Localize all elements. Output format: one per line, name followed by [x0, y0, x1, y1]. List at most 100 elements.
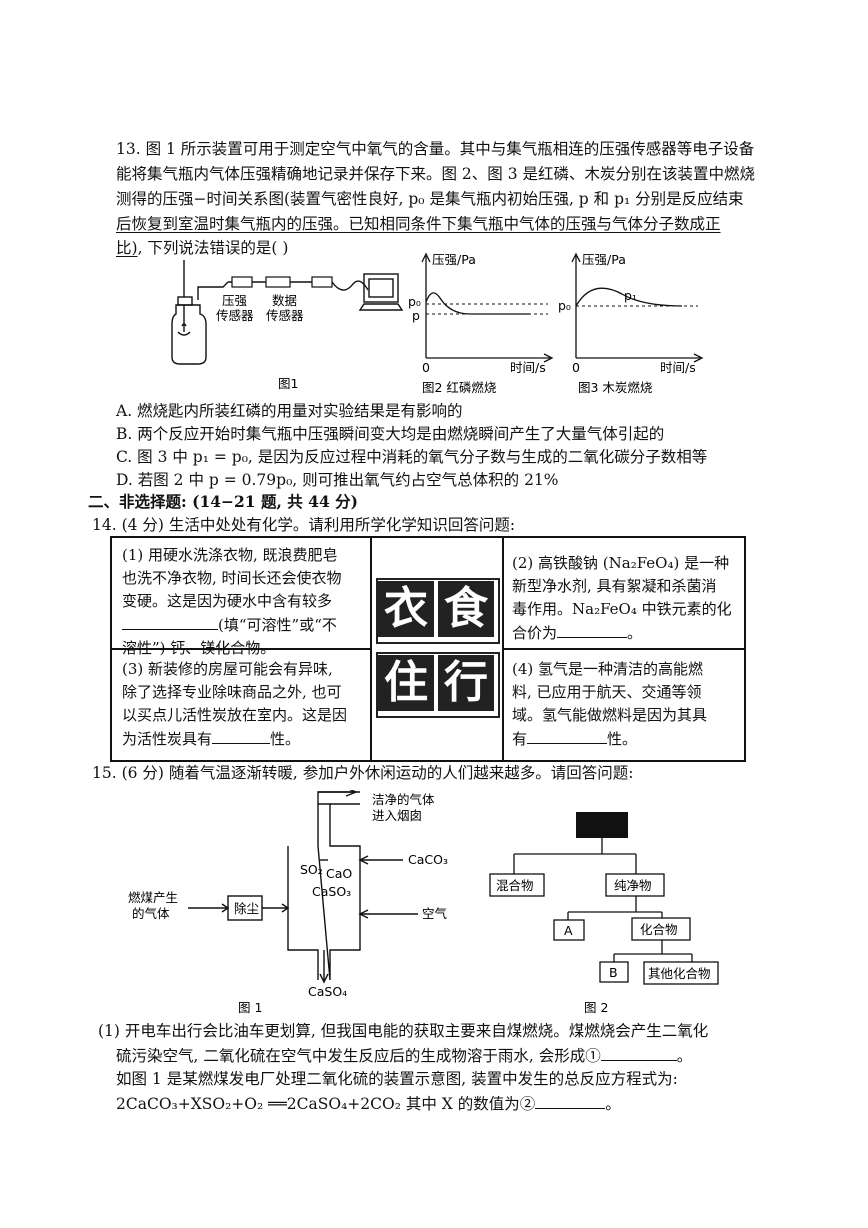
q15-fig1-so2: SO₂	[300, 862, 323, 877]
q13-line-1: 13. 图 1 所示装置可用于测定空气中氧气的含量。其中与集气瓶相连的压强传感器…	[116, 140, 755, 158]
q15-fig2-a: A	[564, 923, 573, 938]
q14-c3-line2: 除了选择专业除味商品之外, 也可	[122, 683, 342, 701]
q14-title: 14. (4 分) 生活中处处有化学。请利用所学化学知识回答问题:	[92, 516, 516, 534]
q15-fig1-caso3: CaSO₃	[312, 884, 351, 899]
fig1-sensor1-label: 压强	[222, 293, 248, 308]
q15-p1-line4-text: 2CaCO₃+XSO₂+O₂ ══2CaSO₄+2CO₂ 其中 X 的数值为②	[116, 1095, 536, 1113]
q14-c2-line2: 新型净水剂, 具有絮凝和杀菌消	[512, 577, 717, 595]
q14-cell-1: (1) 用硬水洗涤衣物, 既浪费肥皂 也洗不净衣物, 时间长还会使衣物 变硬。这…	[122, 544, 342, 660]
q15-fig1-caco3: CaCO₃	[408, 852, 448, 867]
fig2-p0-label: p₀	[408, 294, 421, 309]
q14-c4-line4-text: 有	[512, 730, 528, 748]
q15-fig1-caption: 图 1	[238, 1000, 262, 1015]
q13-line-3: 测得的压强−时间关系图(装置气密性良好, p₀ 是集气瓶内初始压强, p 和 p…	[116, 190, 744, 208]
fig3-ylabel: 压强/Pa	[582, 252, 626, 267]
q15-fig2-other: 其他化合物	[648, 966, 711, 981]
q15-fig2-b: B	[609, 965, 618, 980]
q15-fig2-pure: 纯净物	[614, 878, 652, 893]
glyph-yi: 衣	[378, 581, 434, 637]
fig2-xlabel: 时间/s	[510, 360, 546, 375]
fig1-caption: 图1	[278, 376, 298, 391]
glyph-shi: 食	[438, 581, 494, 637]
q15-fig2-root-box	[576, 812, 628, 838]
q14-table: (1) 用硬水洗涤衣物, 既浪费肥皂 也洗不净衣物, 时间长还会使衣物 变硬。这…	[110, 536, 746, 762]
q14-c1-line2: 也洗不净衣物, 时间长还会使衣物	[122, 569, 342, 587]
q15-fig1-gas-label-2: 的气体	[132, 906, 170, 921]
q14-c3-line4: 为活性炭具有 性。	[122, 727, 347, 751]
q14-blank-3[interactable]	[212, 727, 271, 744]
q13-option-b: B. 两个反应开始时集气瓶中压强瞬间变大均是由燃烧瞬间产生了大量气体引起的	[116, 425, 665, 443]
q15-fig1-air: 空气	[422, 906, 448, 921]
q15-p1-line1: (1) 开电车出行会比油车更划算, 但我国电能的获取主要来自煤燃烧。煤燃烧会产生…	[98, 1022, 709, 1040]
q14-c2-line4-text: 合价为	[512, 624, 558, 642]
fig1-sensor2-label-b: 传感器	[266, 308, 304, 323]
glyph-zhu: 住	[378, 655, 434, 711]
q13-line-5-underlined: 比)	[116, 239, 138, 257]
q15-fig1-diagram: 洁净的气体 进入烟囱 SO₂ CaO CaSO₃ CaCO₃ 燃煤产生 的气体 …	[128, 790, 448, 1015]
q14-blank-2[interactable]	[557, 621, 628, 638]
q13-line-4: 后恢复到室温时集气瓶内的压强。已知相同条件下集气瓶中气体的压强与气体分子数成正	[116, 215, 721, 233]
q14-c2-line4: 合价为。	[512, 621, 732, 645]
q15-title: 15. (6 分) 随着气温逐渐转暖, 参加户外休闲运动的人们越来越多。请回答问…	[92, 764, 634, 782]
q15-p1-line2: 硫污染空气, 二氧化硫在空气中发生反应后的生成物溶于雨水, 会形成①。	[116, 1044, 756, 1067]
q15-fig1-clean-gas-2: 进入烟囱	[372, 808, 422, 823]
q14-blank-1[interactable]	[122, 613, 218, 630]
q14-c3-line1: (3) 新装修的房屋可能会有异味,	[122, 660, 333, 678]
q15-fig1-dust-removal: 除尘	[234, 901, 259, 916]
q14-c3-line4-suffix: 性。	[270, 730, 301, 748]
q13-line-5: 比), 下列说法错误的是( )	[116, 237, 756, 259]
q14-c4-line4: 有 性。	[512, 727, 707, 751]
q14-c2-line3: 毒作用。Na₂FeO₄ 中铁元素的化	[512, 600, 732, 618]
q15-blank-2[interactable]	[535, 1092, 606, 1109]
q15-fig1-clean-gas-1: 洁净的气体	[372, 792, 435, 807]
q14-c3-line3: 以买点儿活性炭放在室内。这是因	[122, 706, 348, 724]
q14-cell-4: (4) 氢气是一种清洁的高能燃 料, 已应用于航天、交通等领 域。氢气能做燃料是…	[512, 658, 707, 751]
q14-c2-line1: (2) 高铁酸钠 (Na₂FeO₄) 是一种	[512, 554, 730, 572]
section-2-heading: 二、非选择题: (14−21 题, 共 44 分)	[88, 492, 358, 511]
fig3-caption: 图3 木炭燃烧	[578, 380, 653, 394]
q14-c4-line3: 域。氢气能做燃料是因为其具	[512, 706, 708, 724]
q14-cell-2: (2) 高铁酸钠 (Na₂FeO₄) 是一种 新型净水剂, 具有絮凝和杀菌消 毒…	[512, 552, 732, 645]
fig2-p-label: p	[412, 308, 420, 323]
q15-fig2-classification: 混合物 纯净物 A 化合物 B 其他化合物 图 2	[489, 812, 719, 1015]
fig2-origin: 0	[422, 360, 430, 375]
fig2-ylabel: 压强/Pa	[432, 252, 476, 267]
fig2-caption: 图2 红磷燃烧	[422, 380, 497, 394]
q15-fig2-mixture: 混合物	[496, 878, 534, 893]
q14-c1-line4: (填“可溶性”或“不	[122, 613, 342, 637]
fig3-p0-label: p₀	[558, 298, 571, 313]
q14-cell-3: (3) 新装修的房屋可能会有异味, 除了选择专业除味商品之外, 也可 以买点儿活…	[122, 658, 347, 751]
q13-line-2: 能将集气瓶内气体压强精确地记录并保存下来。图 2、图 3 是红磷、木炭分别在该装…	[116, 165, 756, 183]
fig3-xlabel: 时间/s	[660, 360, 696, 375]
q14-c1-line3: 变硬。这是因为硬水中含有较多	[122, 592, 333, 610]
q14-c1-line5: 溶性”) 钙、镁化合物。	[122, 639, 276, 657]
q15-fig1-gas-label-1: 燃煤产生	[128, 890, 178, 905]
q15-fig2-caption: 图 2	[584, 1000, 608, 1015]
q15-p1-line3: 如图 1 是某燃煤发电厂处理二氧化硫的装置示意图, 装置中发生的总反应方程式为:	[116, 1070, 678, 1088]
fig3-origin: 0	[572, 360, 580, 375]
q13-option-a: A. 燃烧匙内所装红磷的用量对实验结果是有影响的	[116, 402, 463, 420]
q14-c4-line1: (4) 氢气是一种清洁的高能燃	[512, 660, 704, 678]
fig3-p1-label: p₁	[624, 288, 637, 303]
q15-p1-line2-text: 硫污染空气, 二氧化硫在空气中发生反应后的生成物溶于雨水, 会形成①	[116, 1047, 601, 1065]
glyph-xing: 行	[438, 655, 494, 711]
q14-c4-line2: 料, 已应用于航天、交通等领	[512, 683, 702, 701]
q14-c1-line4-text: (填“可溶性”或“不	[218, 616, 337, 634]
q13-option-d: D. 若图 2 中 p = 0.79p₀, 则可推出氧气约占空气总体积的 21%	[116, 471, 559, 489]
q13-fig1-apparatus: 压强 传感器 数据 传感器 图1	[171, 260, 404, 391]
q14-c4-line4-suffix: 性。	[607, 730, 638, 748]
q15-fig1-caso4: CaSO₄	[308, 984, 347, 999]
q14-blank-4[interactable]	[527, 727, 608, 744]
q14-c3-line4-text: 为活性炭具有	[122, 730, 213, 748]
q15-fig2-compound: 化合物	[640, 922, 678, 937]
q15-blank-1[interactable]	[600, 1044, 677, 1061]
q14-c1-line1: (1) 用硬水洗涤衣物, 既浪费肥皂	[122, 546, 338, 564]
fig1-sensor1-label-b: 传感器	[216, 308, 254, 323]
fig1-sensor2-label: 数据	[272, 293, 297, 308]
q15-fig1-cao: CaO	[326, 866, 352, 881]
q15-p1-line4: 2CaCO₃+XSO₂+O₂ ══2CaSO₄+2CO₂ 其中 X 的数值为②。	[116, 1092, 756, 1115]
q13-fig2-chart: 压强/Pa p₀ p 0 时间/s 图2 红磷燃烧	[408, 252, 554, 394]
q13-option-c: C. 图 3 中 p₁ = p₀, 是因为反应过程中消耗的氧气分子数与生成的二氧…	[116, 448, 708, 466]
q13-line-5-rest: , 下列说法错误的是( )	[137, 239, 289, 257]
q13-fig3-chart: 压强/Pa p₀ p₁ 0 时间/s 图3 木炭燃烧	[558, 252, 704, 394]
